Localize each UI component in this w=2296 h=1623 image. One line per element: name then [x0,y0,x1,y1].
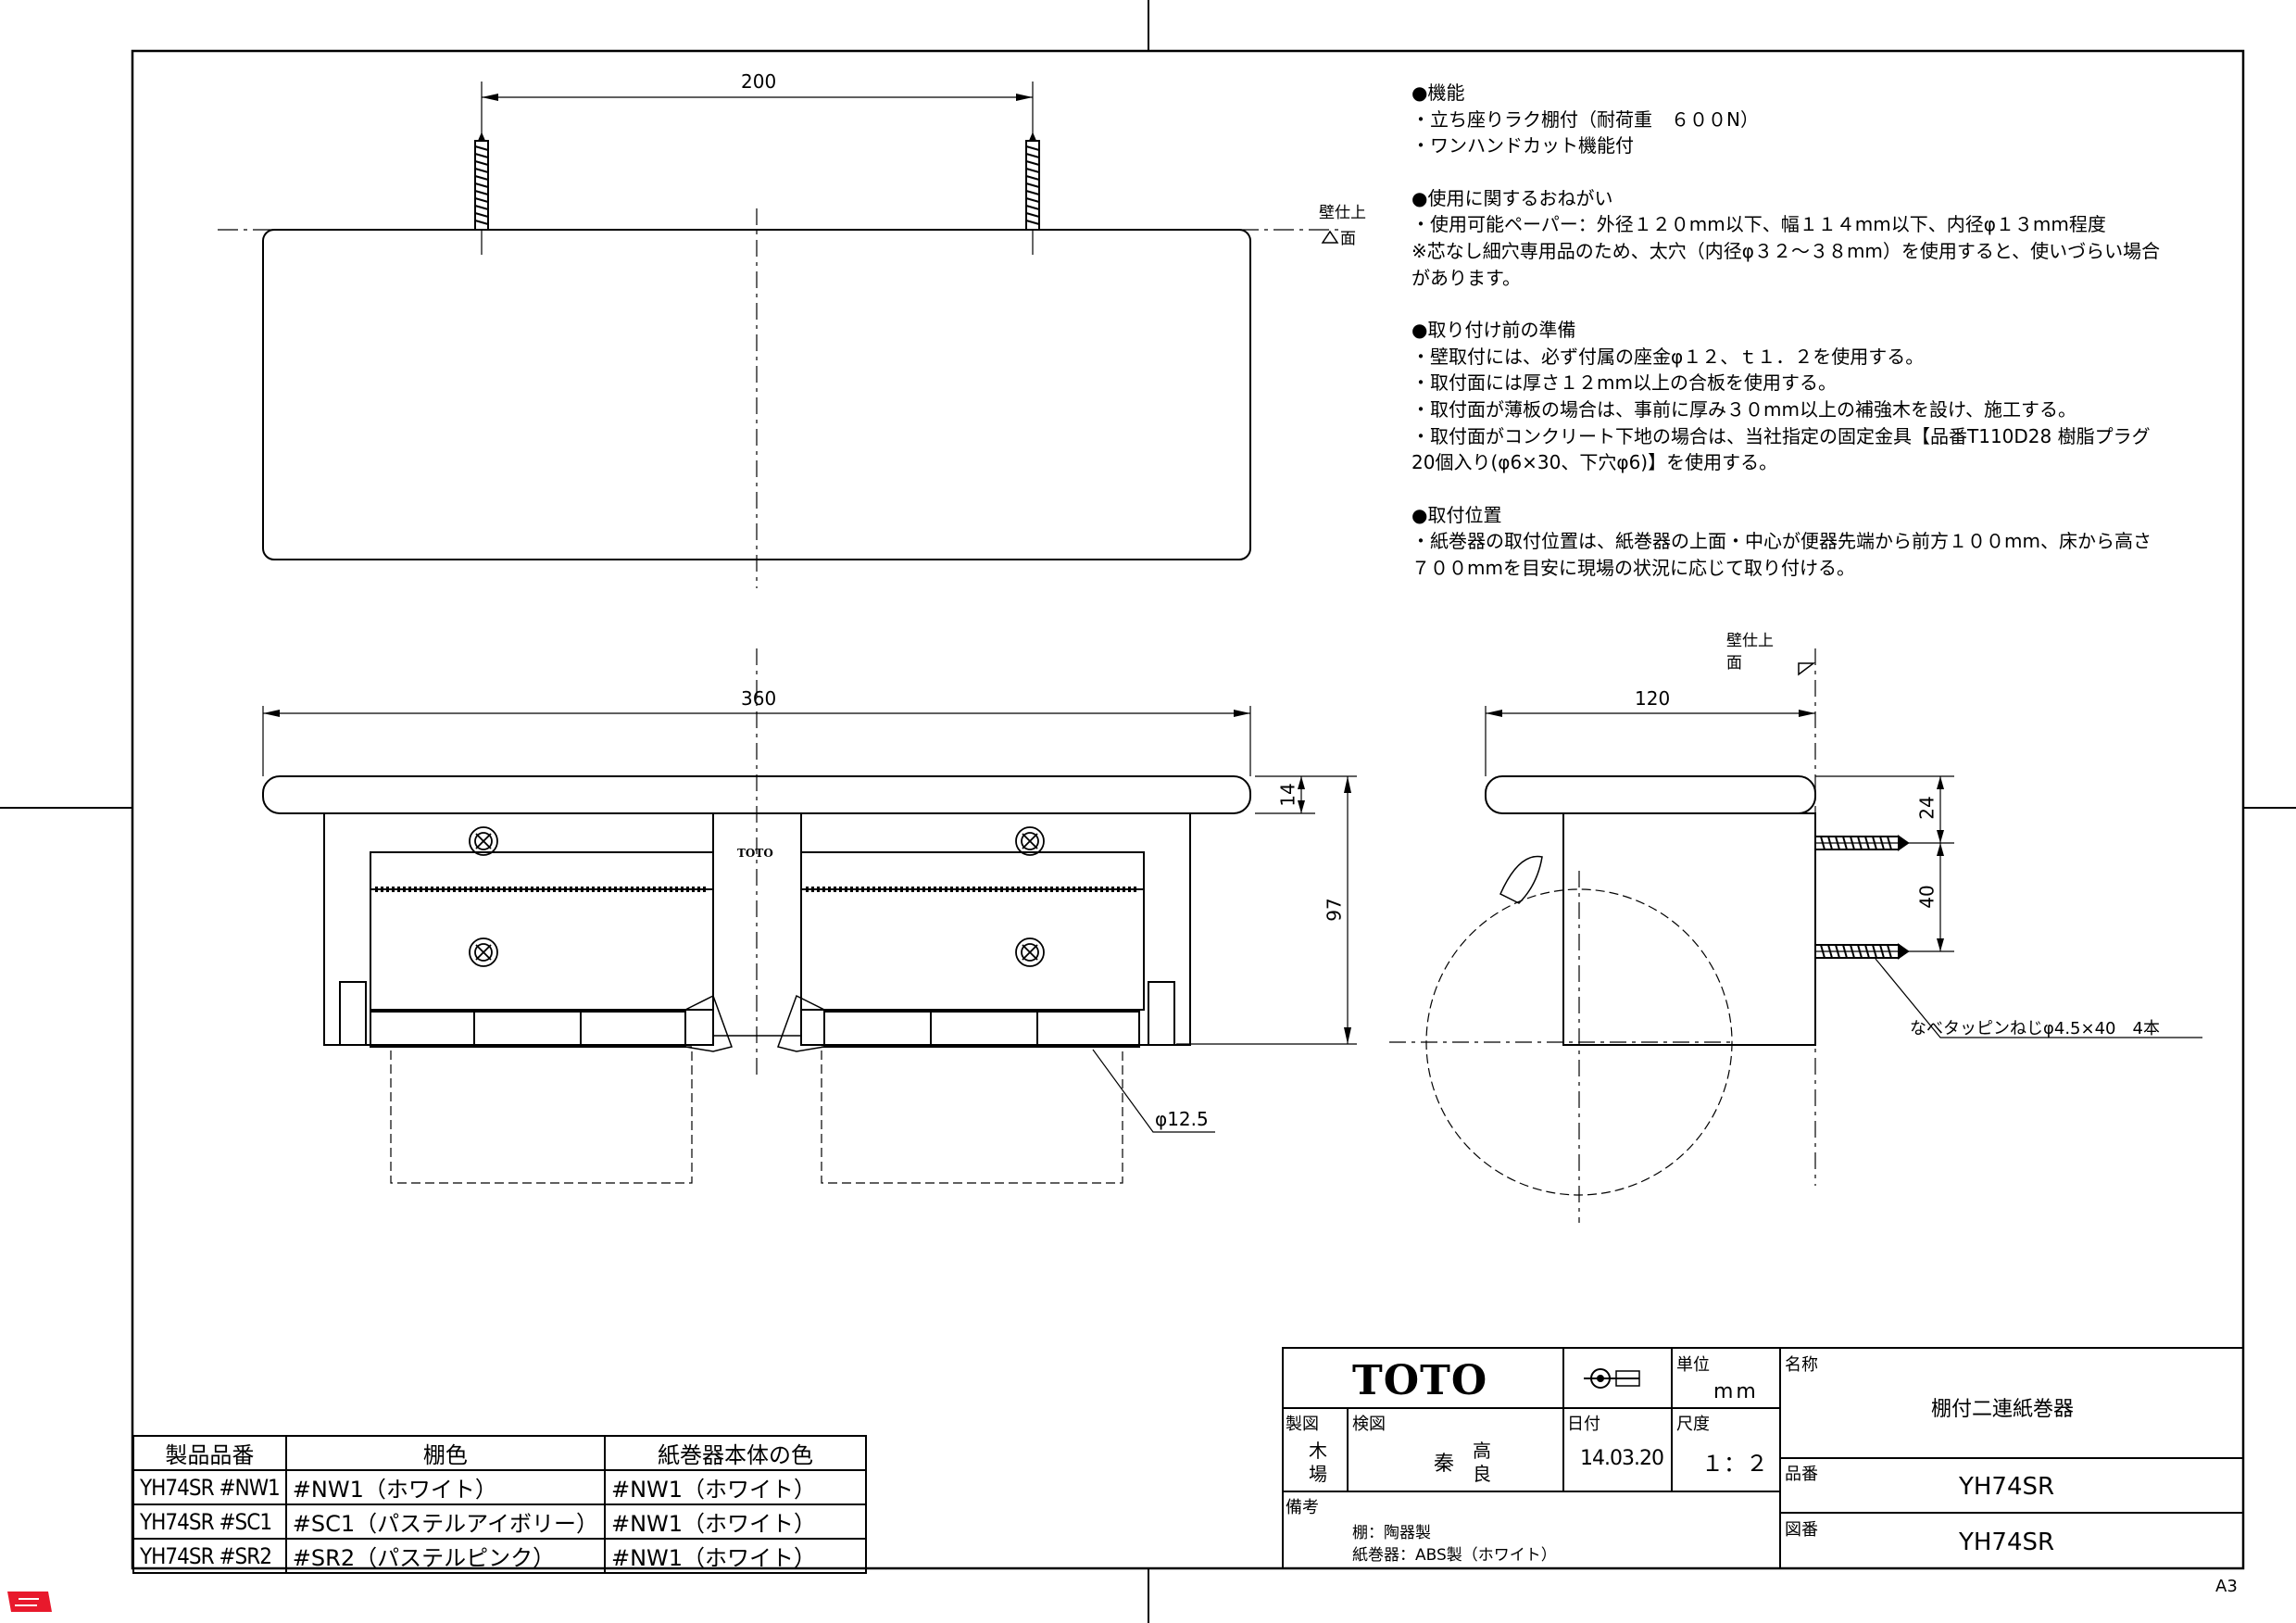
dim-screw-offset-top: 24 [1915,796,1938,820]
sheet-size: A3 [2215,1577,2238,1596]
table-cell: YH74SR #SC1 [132,1503,287,1540]
note-heading-preparation: ●取り付け前の準備 [1411,319,1576,342]
note-heading-usage: ●使用に関するおねがい [1411,186,1613,209]
drawing-no-value: YH74SR [1959,1529,2055,1556]
screw-note: なべタッピンねじφ4.5×40 4本 [1910,1019,2160,1038]
screw-right [1025,82,1040,255]
drawn-value-2: 場 [1309,1463,1327,1485]
dim-screw-spacing: 200 [741,70,777,93]
corner-mark [7,1592,52,1612]
date-value: 14.03.20 [1580,1447,1664,1470]
table-cell: #NW1（ホワイト） [603,1503,867,1540]
checked-value-2b: 良 [1473,1463,1491,1485]
dim-shelf-thickness: 14 [1276,783,1299,807]
screw-left [474,82,489,255]
note-line: ・ワンハンドカット機能付 [1411,134,1634,157]
color-table: 製品品番 棚色 紙巻器本体の色 YH74SR #NW1 #NW1（ホワイト） #… [132,1435,867,1574]
remarks-line-2: 紙巻器：ABS製（ホワイト） [1352,1546,1557,1565]
note-line: 20個入り(φ6×30、下穴φ6)】を使用する。 [1411,451,1778,474]
table-header: 製品品番 [132,1435,287,1471]
note-line: ７００mmを目安に現場の状況に応じて取り付ける。 [1411,556,1855,579]
drawn-label: 製図 [1286,1415,1319,1434]
product-logo-text: TOTO [737,847,773,860]
table-header-row: 製品品番 棚色 紙巻器本体の色 [132,1435,867,1471]
note-line: ・取付面がコンクリート下地の場合は、当社指定の固定金具【品番T110D28 樹脂… [1411,424,2151,447]
table-cell: YH74SR #NW1 [132,1469,287,1505]
paper-roll-right [821,1046,1123,1184]
note-line: ※芯なし細穴専用品のため、太穴（内径φ３２～３８mm）を使用すると、使いづらい場… [1411,239,2161,262]
checked-value-2a: 高 [1473,1440,1491,1462]
table-header: 棚色 [284,1435,606,1471]
front-view [262,648,1357,1184]
note-line: ・使用可能ペーパー：外径１２０mm以下、幅１１４mm以下、内径φ１３mm程度 [1411,213,2106,236]
unit-value: mm [1713,1380,1759,1403]
product-name: 棚付二連紙巻器 [1931,1398,2075,1421]
note-line: ・取付面には厚さ１２mm以上の合板を使用する。 [1411,371,1837,395]
note-line: ・取付面が薄板の場合は、事前に厚み３０mm以上の補強木を設け、施工する。 [1411,397,2076,421]
scale-value: １：２ [1701,1451,1768,1477]
side-view [1389,648,2202,1223]
note-heading-function: ●機能 [1411,82,1465,104]
product-no-label: 品番 [1785,1465,1818,1484]
wall-label-side-2: 面 [1726,654,1742,673]
table-cell: YH74SR #SR2 [132,1538,287,1574]
dim-height: 97 [1323,898,1346,922]
dim-shaft-diameter: φ12.5 [1155,1108,1209,1130]
checked-label: 検図 [1352,1415,1386,1434]
note-line: があります。 [1411,266,1521,289]
table-cell: #NW1（ホワイト） [603,1538,867,1574]
sheet-border [131,49,2245,1570]
remarks-line-1: 棚：陶器製 [1352,1524,1431,1542]
note-line: ・立ち座りラク棚付（耐荷重 ６００N） [1411,107,1759,131]
table-row: YH74SR #SR2 #SR2（パステルピンク） #NW1（ホワイト） [132,1538,867,1574]
table-cell: #SR2（パステルピンク） [284,1538,606,1574]
table-row: YH74SR #SC1 #SC1（パステルアイボリー） #NW1（ホワイト） [132,1503,867,1540]
unit-label: 単位 [1676,1355,1710,1375]
note-line: ・壁取付には、必ず付属の座金φ１２、ｔ１．２を使用する。 [1411,345,1925,368]
table-cell: #NW1（ホワイト） [284,1469,606,1505]
dim-depth: 120 [1635,687,1671,710]
checked-value: 秦 [1434,1453,1455,1476]
shelf-side [1485,775,1816,814]
dim-screw-offset-between: 40 [1915,885,1938,909]
product-no-value: YH74SR [1959,1473,2055,1501]
date-label: 日付 [1567,1415,1600,1434]
remarks-label: 備考 [1286,1498,1319,1517]
scale-label: 尺度 [1676,1415,1710,1434]
table-header: 紙巻器本体の色 [603,1435,867,1471]
name-label: 名称 [1785,1355,1818,1375]
note-heading-position: ●取付位置 [1411,503,1502,526]
toto-logo: TOTO [1352,1357,1488,1404]
paper-roll-left [390,1046,693,1184]
table-cell: #SC1（パステルアイボリー） [284,1503,606,1540]
wall-label-top-2: 面 [1340,230,1356,248]
top-view [218,82,1339,588]
drawn-value: 木 [1309,1440,1327,1462]
note-line: ・紙巻器の取付位置は、紙巻器の上面・中心が便器先端から前方１００mm、床から高さ [1411,530,2152,553]
title-block-grid [1282,1347,2244,1569]
table-cell: #NW1（ホワイト） [603,1469,867,1505]
notes-panel: ●機能 ・立ち座りラク棚付（耐荷重 ６００N） ・ワンハンドカット機能付 ●使用… [1411,80,2160,582]
wall-label-top: 壁仕上 [1319,204,1366,222]
dim-width: 360 [741,687,777,710]
drawing-no-label: 図番 [1785,1520,1818,1540]
wall-label-side: 壁仕上 [1726,632,1774,650]
table-row: YH74SR #NW1 #NW1（ホワイト） #NW1（ホワイト） [132,1469,867,1505]
